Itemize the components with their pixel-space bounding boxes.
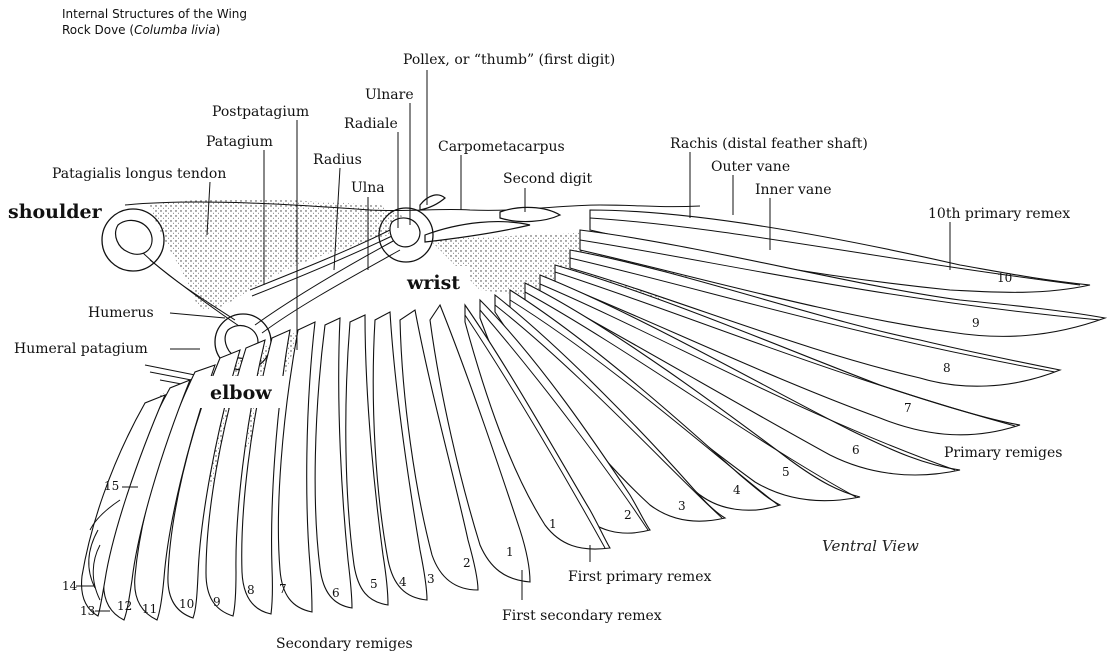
label-postpatagium: Postpatagium xyxy=(212,104,309,120)
primary-number: 7 xyxy=(904,401,912,415)
primary-number: 6 xyxy=(852,443,860,457)
label-primary10: 10th primary remex xyxy=(928,206,1070,222)
label-wrist: wrist xyxy=(406,272,460,294)
title-line2: Rock Dove (Columba livia) xyxy=(62,23,220,37)
label-radiale: Radiale xyxy=(344,116,398,132)
patagium-stipple xyxy=(150,199,420,309)
humerus-leader xyxy=(170,313,225,318)
primary-number: 9 xyxy=(972,316,980,330)
label-secondary-remiges: Secondary remiges xyxy=(276,636,413,652)
secondary-number: 2 xyxy=(463,556,471,570)
primary-number: 10 xyxy=(997,271,1012,285)
primary-number: 8 xyxy=(943,361,951,375)
primary-number: 2 xyxy=(624,508,632,522)
secondary-number: 4 xyxy=(399,575,407,589)
secondary-number: 7 xyxy=(279,582,287,596)
secondary-number: 5 xyxy=(370,577,378,591)
label-elbow: elbow xyxy=(210,382,272,404)
secondary-number: 12 xyxy=(117,599,132,613)
label-radius: Radius xyxy=(313,152,362,168)
primary-number: 3 xyxy=(678,499,686,513)
label-shoulder: shoulder xyxy=(8,201,103,223)
second-digit-bone xyxy=(500,207,560,221)
label-patagialis: Patagialis longus tendon xyxy=(52,166,226,182)
wrist-bone xyxy=(390,218,420,247)
secondary-number: 15 xyxy=(104,479,119,493)
label-primary-remiges: Primary remiges xyxy=(944,445,1062,461)
label-first-primary: First primary remex xyxy=(568,569,711,585)
label-outer-vane: Outer vane xyxy=(711,159,790,175)
label-humerus: Humerus xyxy=(88,305,154,321)
secondary-number: 6 xyxy=(332,586,340,600)
secondary-number: 14 xyxy=(62,579,78,593)
label-carpometacarpus: Carpometacarpus xyxy=(438,139,565,155)
primary-number: 1 xyxy=(549,517,557,531)
label-second-digit: Second digit xyxy=(503,171,592,187)
label-humeral-patagium: Humeral patagium xyxy=(14,341,148,357)
label-pollex: Pollex, or “thumb” (first digit) xyxy=(403,52,615,68)
secondary-number: 13 xyxy=(80,604,95,618)
secondary-number: 10 xyxy=(179,597,194,611)
secondary-number: 3 xyxy=(427,572,435,586)
title-line1: Internal Structures of the Wing xyxy=(62,7,247,21)
label-patagium: Patagium xyxy=(206,134,273,150)
primary-number: 5 xyxy=(782,465,790,479)
label-first-secondary: First secondary remex xyxy=(502,608,662,624)
label-inner-vane: Inner vane xyxy=(755,182,832,198)
label-ulnare: Ulnare xyxy=(365,87,414,103)
secondary-number: 8 xyxy=(247,583,255,597)
label-ventral-view: Ventral View xyxy=(822,537,919,555)
label-rachis: Rachis (distal feather shaft) xyxy=(670,136,868,152)
shoulder-bone xyxy=(116,220,152,254)
secondary-number: 11 xyxy=(142,602,157,616)
secondary-number: 1 xyxy=(506,545,514,559)
primary-number: 4 xyxy=(733,483,741,497)
pollex-bone xyxy=(420,195,445,210)
label-ulna: Ulna xyxy=(351,180,385,196)
secondary-number: 9 xyxy=(213,595,221,609)
